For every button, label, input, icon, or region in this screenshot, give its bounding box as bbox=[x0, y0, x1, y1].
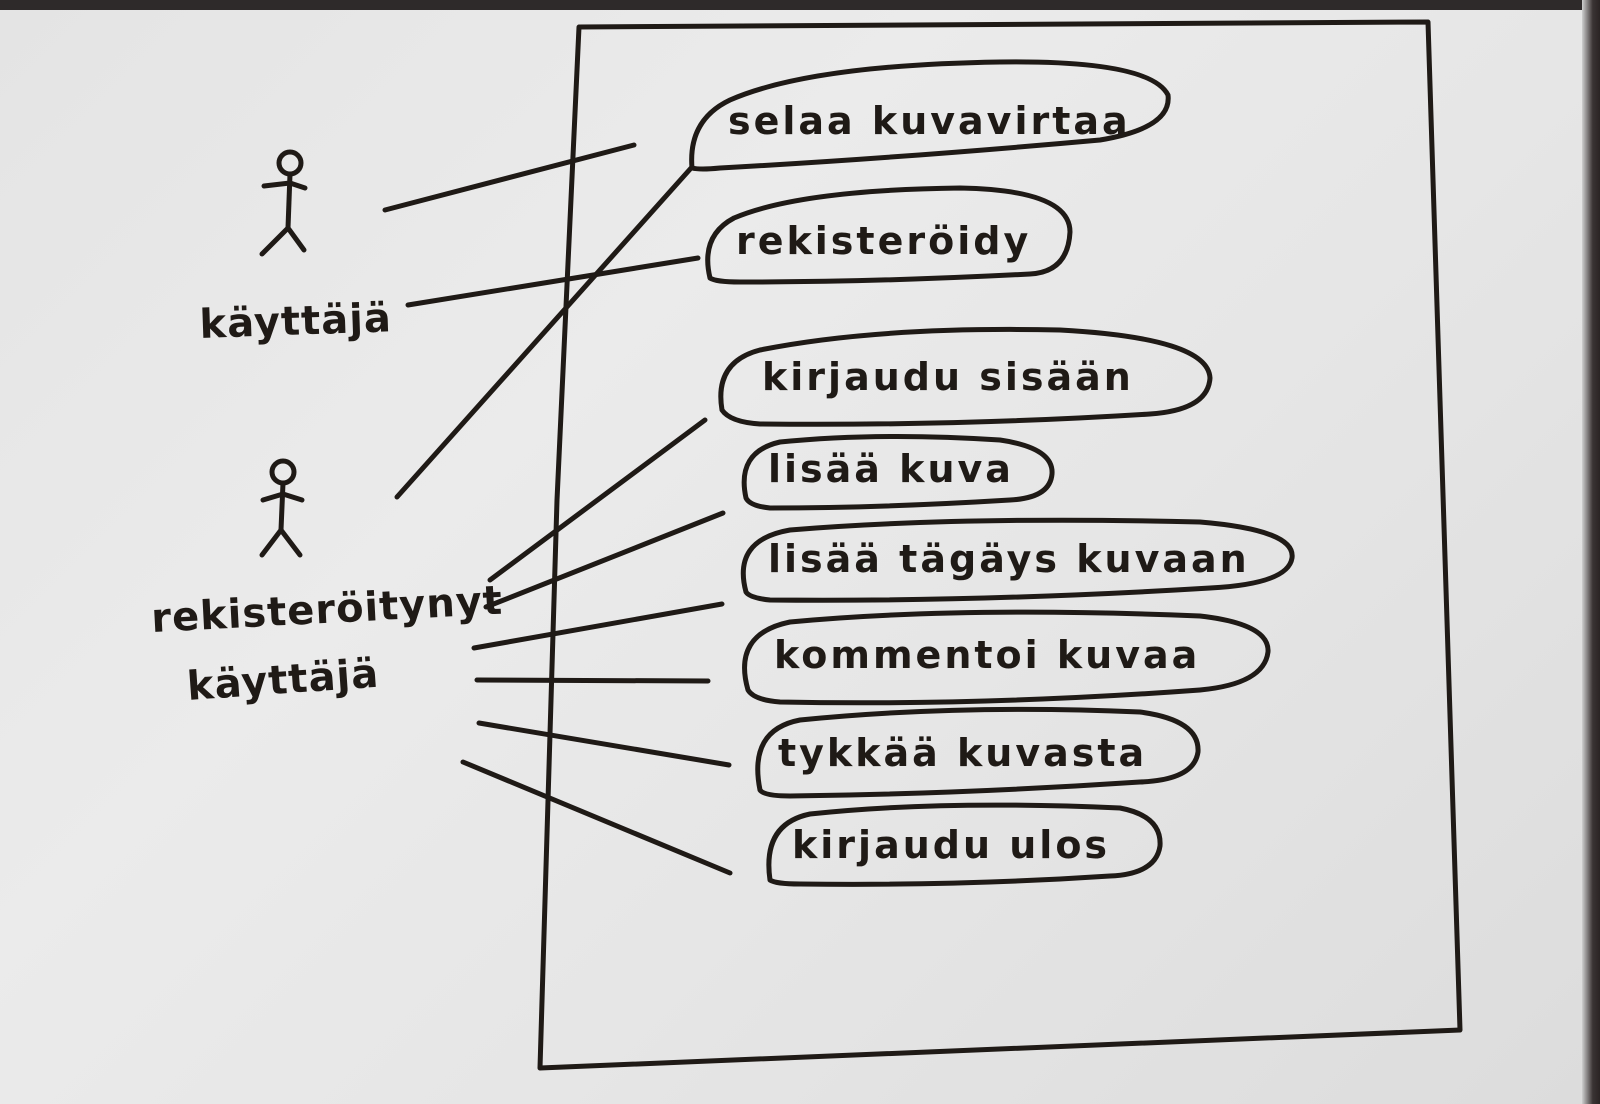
use-case-lisaa-kuva: lisää kuva bbox=[741, 433, 1055, 511]
use-case-label: kirjaudu ulos bbox=[792, 823, 1110, 867]
use-case-rekisteroidy: rekisteröidy bbox=[705, 185, 1073, 285]
photo-top-edge bbox=[0, 0, 1600, 10]
actor-label-rekisteroitynyt: rekisteröitynyt bbox=[150, 578, 504, 642]
photo-right-edge bbox=[1582, 0, 1600, 1104]
use-case-label: kirjaudu sisään bbox=[762, 355, 1134, 399]
association-lines bbox=[382, 142, 733, 876]
use-case-kommentoi-kuvaa: kommentoi kuvaa bbox=[742, 609, 1271, 706]
association-line bbox=[483, 510, 726, 610]
actor-kayttaja-icon bbox=[259, 149, 308, 257]
association-line bbox=[405, 255, 701, 308]
association-line bbox=[471, 601, 725, 651]
use-case-label: selaa kuvavirtaa bbox=[728, 99, 1131, 143]
actor-label-kayttaja: käyttäjä bbox=[199, 295, 393, 348]
association-line bbox=[474, 677, 711, 684]
association-line bbox=[460, 759, 733, 876]
use-case-label: lisää tägäys kuvaan bbox=[768, 537, 1250, 581]
use-case-label: kommentoi kuvaa bbox=[774, 633, 1200, 677]
use-case-label: lisää kuva bbox=[768, 447, 1014, 491]
use-case-label: rekisteröidy bbox=[736, 219, 1031, 263]
association-line bbox=[487, 417, 708, 583]
association-line bbox=[382, 142, 637, 213]
use-case-kirjaudu-ulos: kirjaudu ulos bbox=[766, 802, 1163, 887]
actor-rekisteroitynyt-kayttaja-icon bbox=[259, 458, 305, 558]
use-case-kirjaudu-sisaan: kirjaudu sisään bbox=[718, 326, 1213, 427]
association-line bbox=[476, 720, 732, 768]
actor-label-kayttaja-2: käyttäjä bbox=[185, 651, 380, 710]
use-case-lisaa-tagays-kuvaan: lisää tägäys kuvaan bbox=[740, 517, 1295, 603]
use-case-selaa-kuvavirtaa: selaa kuvavirtaa bbox=[689, 59, 1171, 172]
use-case-tykkaa-kuvasta: tykkää kuvasta bbox=[755, 706, 1201, 799]
association-line bbox=[394, 164, 695, 500]
use-case-label: tykkää kuvasta bbox=[778, 731, 1147, 775]
system-boundary bbox=[537, 19, 1463, 1071]
